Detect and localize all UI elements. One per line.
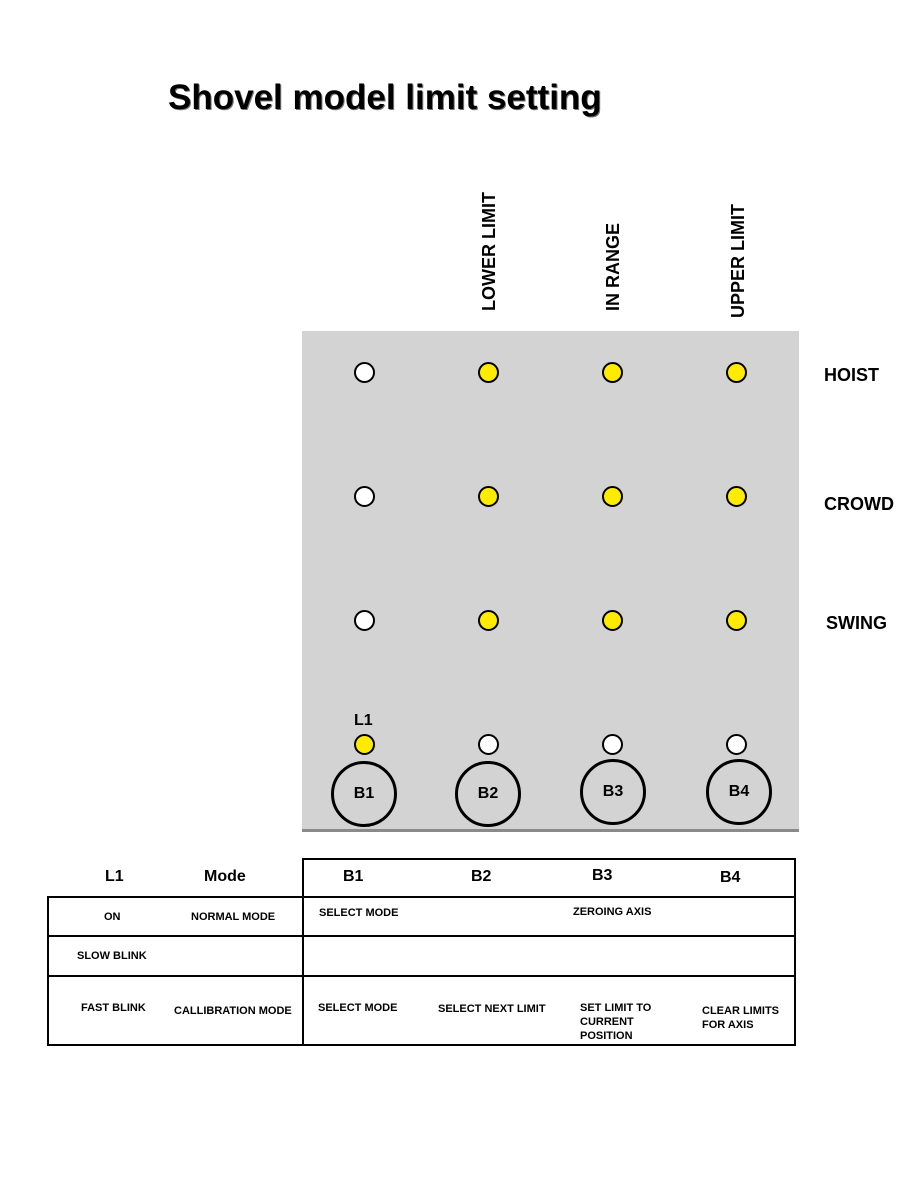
lamp-hoist-2-on — [477, 361, 499, 383]
lamp-buttons-3-off — [601, 733, 623, 755]
table-header-l1: L1 — [105, 868, 124, 885]
table-cell-b4-calibration: CLEAR LIMITS FOR AXIS — [702, 1005, 779, 1031]
column-header-upper-limit: UPPER LIMIT — [728, 203, 748, 318]
table-cell-b1-normal: SELECT MODE — [319, 907, 399, 919]
table-cell-b2-calibration: SELECT NEXT LIMIT — [438, 1003, 546, 1015]
lamp-hoist-1-off — [353, 361, 375, 383]
table-cell-l1-slow-blink: SLOW BLINK — [77, 950, 147, 962]
column-header-lower-limit: LOWER LIMIT — [479, 192, 499, 311]
column-header-in-range: IN RANGE — [603, 222, 623, 311]
page-title: Shovel model limit setting — [168, 78, 602, 117]
lamp-swing-3-on — [601, 609, 623, 631]
table-header-b1: B1 — [343, 868, 364, 885]
table-cell-mode-calibration: CALLIBRATION MODE — [174, 1005, 292, 1017]
b1-button[interactable]: B1 — [331, 761, 397, 827]
table-cell-b1-calibration: SELECT MODE — [318, 1002, 398, 1014]
lamp-crowd-3-on — [601, 485, 623, 507]
b4-button[interactable]: B4 — [706, 759, 772, 825]
lamp-crowd-1-off — [353, 485, 375, 507]
lamp-crowd-4-on — [725, 485, 747, 507]
table-header-mode: Mode — [204, 868, 246, 885]
lamp-swing-1-off — [353, 609, 375, 631]
l1-indicator-label: L1 — [354, 712, 373, 729]
table-header-b4: B4 — [720, 869, 741, 886]
lamp-buttons-2-off — [477, 733, 499, 755]
lamp-swing-2-on — [477, 609, 499, 631]
indicator-panel — [302, 331, 799, 832]
lamp-crowd-2-on — [477, 485, 499, 507]
table-header-b3: B3 — [592, 867, 613, 884]
lamp-buttons-1-on — [353, 733, 375, 755]
table-cell-b2-b4-normal: ZEROING AXIS — [573, 906, 652, 918]
b2-button[interactable]: B2 — [455, 761, 521, 827]
row-label-swing: SWING — [826, 613, 887, 633]
row-label-crowd: CROWD — [824, 494, 894, 514]
table-header-b2: B2 — [471, 868, 492, 885]
lamp-buttons-4-off — [725, 733, 747, 755]
row-label-hoist: HOIST — [824, 365, 880, 385]
b3-button[interactable]: B3 — [580, 759, 646, 825]
table-cell-l1-fast-blink: FAST BLINK — [81, 1002, 146, 1014]
table-cell-b3-calibration: SET LIMIT TO CURRENT POSITION — [580, 1002, 652, 1042]
table-cell-mode-normal: NORMAL MODE — [191, 911, 276, 923]
lamp-swing-4-on — [725, 609, 747, 631]
table-cell-l1-on: ON — [104, 911, 121, 923]
lamp-hoist-4-on — [725, 361, 747, 383]
lamp-hoist-3-on — [601, 361, 623, 383]
